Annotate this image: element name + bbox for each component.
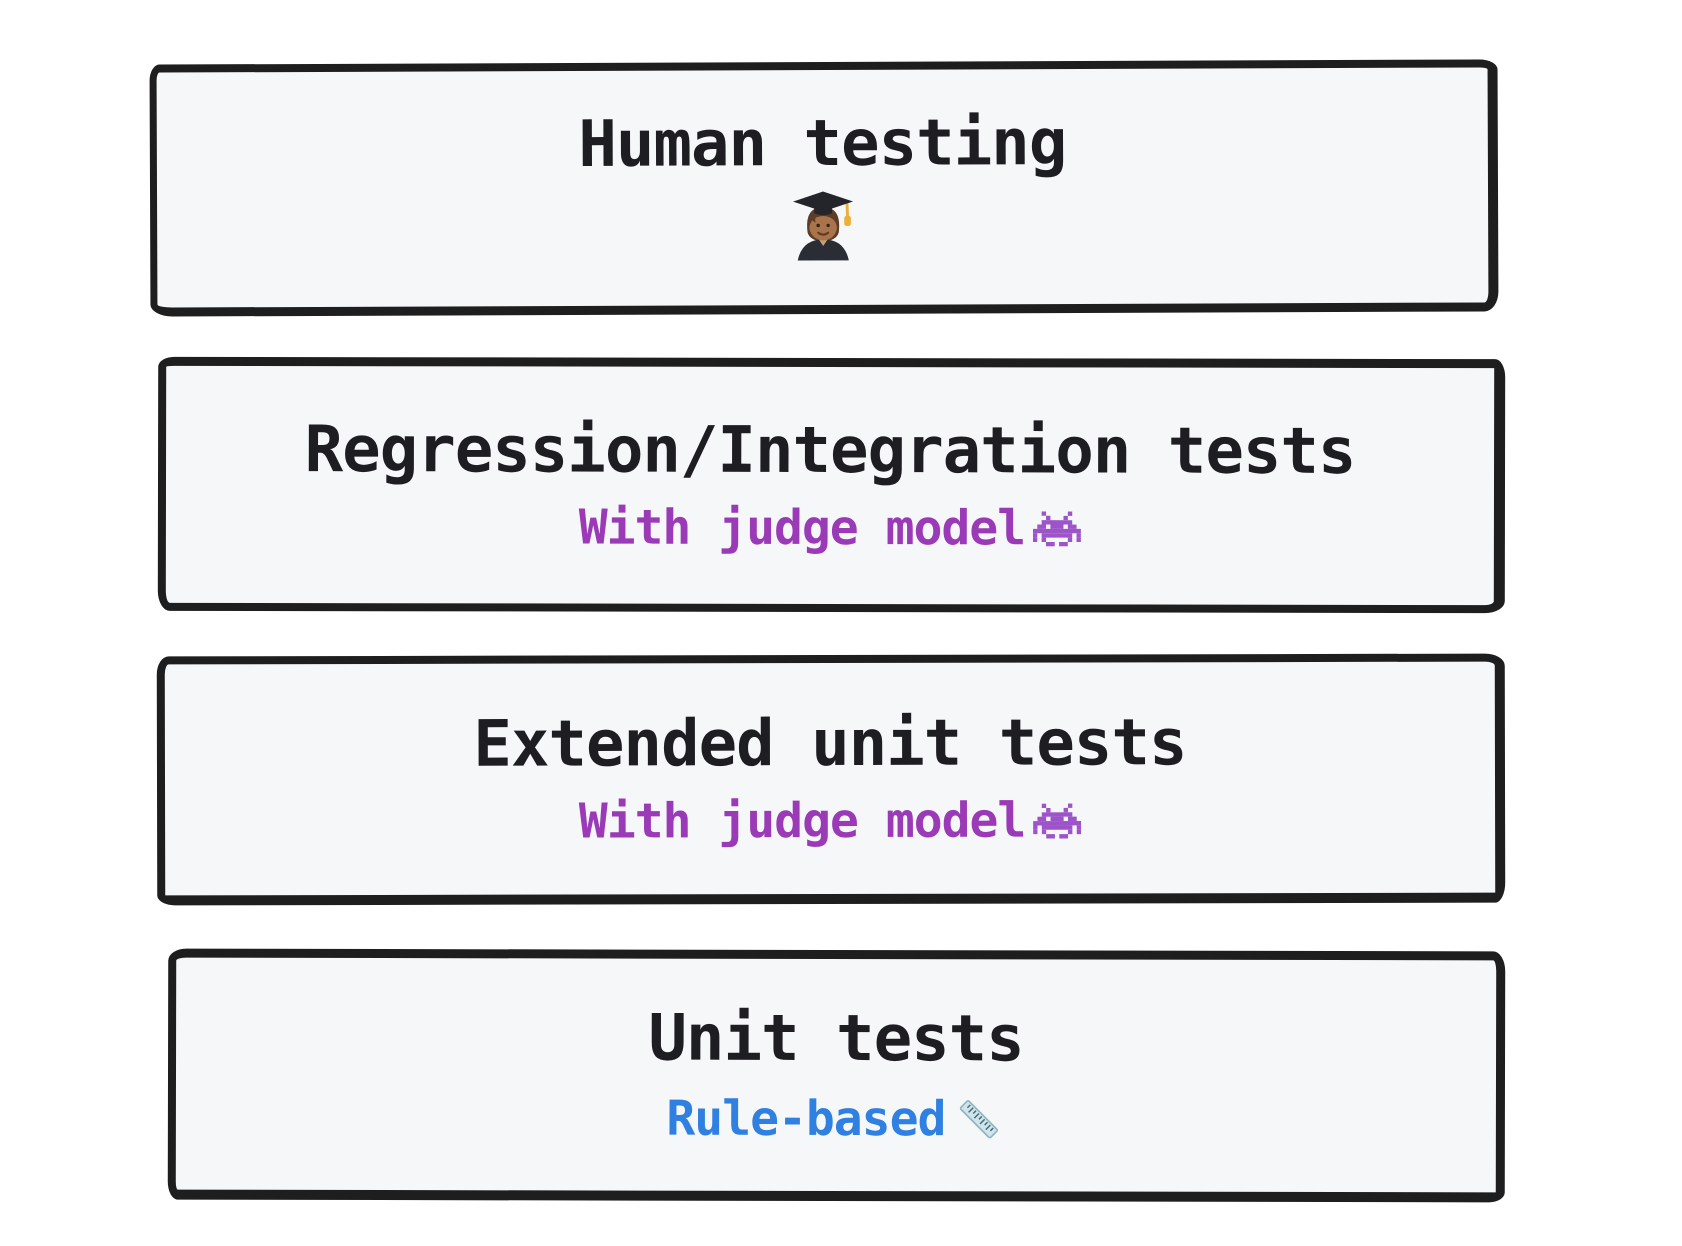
alien-monster-icon — [1033, 511, 1082, 547]
box-subtitle-label: With judge model — [578, 499, 1026, 557]
box-subtitle: With judge model — [578, 792, 1082, 850]
box-title: Regression/Integration tests — [304, 412, 1356, 489]
box-title: Human testing — [578, 106, 1067, 183]
box-title: Extended unit tests — [473, 706, 1187, 782]
box-subtitle-label: Rule-based — [666, 1090, 946, 1148]
box-regression-integration-tests: Regression/Integration tests With judge … — [157, 356, 1506, 614]
box-extended-unit-tests: Extended unit tests With judge model — [156, 653, 1506, 906]
box-subtitle: Rule-based — [666, 1090, 1005, 1148]
box-human-testing: Human testing — [149, 59, 1499, 317]
box-subtitle-label: With judge model — [578, 792, 1026, 850]
box-title: Unit tests — [648, 1002, 1024, 1077]
student-graduate-icon — [782, 186, 862, 266]
ruler-icon — [953, 1093, 1005, 1145]
box-subtitle: With judge model — [578, 499, 1082, 557]
alien-monster-icon — [1033, 803, 1082, 839]
box-unit-tests: Unit tests Rule-based — [167, 948, 1506, 1203]
